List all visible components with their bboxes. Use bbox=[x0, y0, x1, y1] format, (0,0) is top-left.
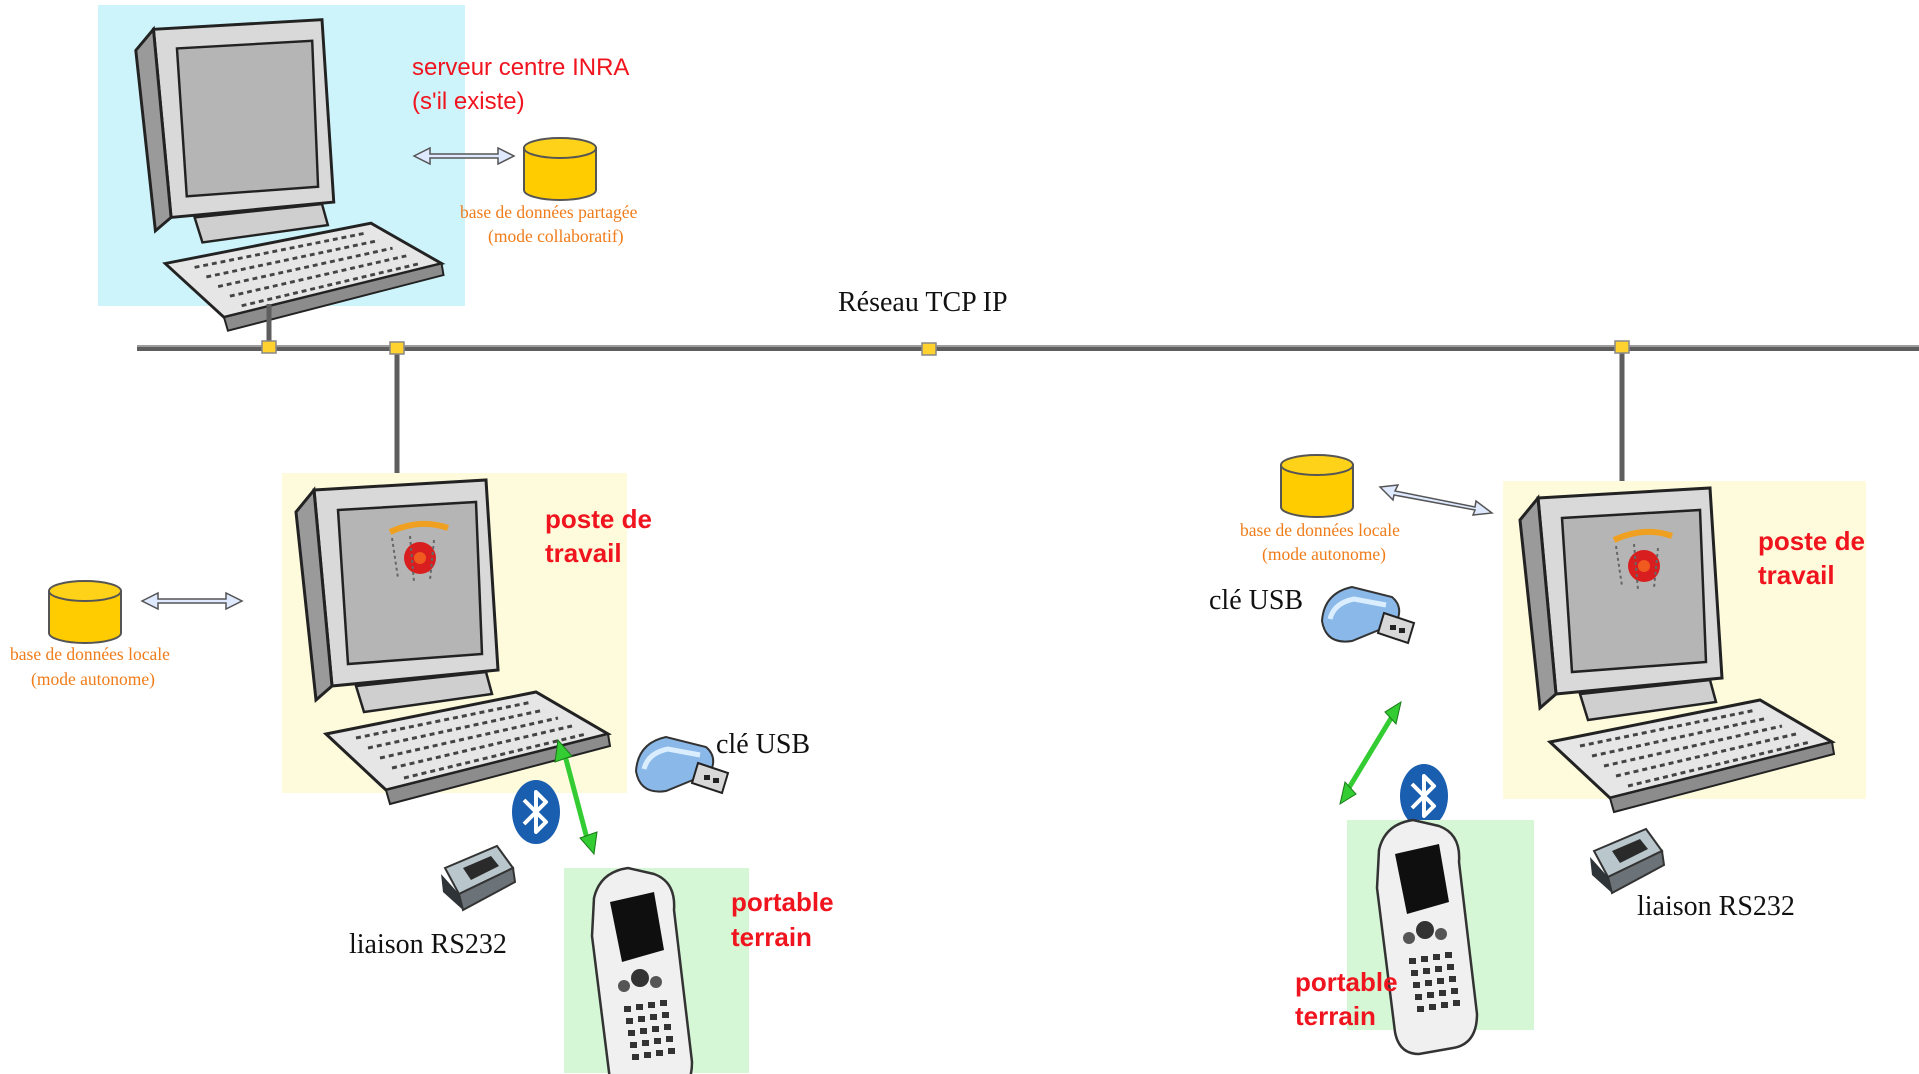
usb-key-icon bbox=[636, 737, 728, 793]
right-handheld-label-line1: portable bbox=[1295, 967, 1398, 997]
left-handheld-label-line2: terrain bbox=[731, 922, 812, 952]
network-connector bbox=[1614, 340, 1630, 354]
workstation-right-title-line1: poste de bbox=[1758, 526, 1865, 556]
right-usb-label: clé USB bbox=[1209, 585, 1304, 616]
network-connector bbox=[389, 341, 405, 355]
sync-arrow bbox=[1339, 700, 1402, 806]
network-label: Réseau TCP IP bbox=[838, 287, 1008, 318]
server-name-line1: serveur centre INRA bbox=[412, 54, 630, 81]
workstation-right-title-line2: travail bbox=[1758, 560, 1835, 590]
local-db-arrow bbox=[1378, 484, 1494, 516]
bluetooth-icon bbox=[510, 778, 562, 846]
left-db-label-line2: (mode autonome) bbox=[31, 669, 155, 689]
database-icon bbox=[523, 137, 597, 201]
bluetooth-icon bbox=[1398, 762, 1450, 830]
left-usb-label: clé USB bbox=[716, 729, 811, 760]
database-icon bbox=[48, 580, 122, 644]
sync-arrow bbox=[554, 738, 598, 856]
local-db-arrow bbox=[140, 591, 244, 611]
left-handheld-label-line1: portable bbox=[731, 887, 834, 917]
left-rs232-label: liaison RS232 bbox=[349, 929, 507, 960]
server-name-line2: (s'il existe) bbox=[412, 88, 525, 115]
right-handheld-label-line2: terrain bbox=[1295, 1001, 1376, 1031]
shared-db-label-line1: base de données partagée bbox=[460, 202, 638, 222]
network-connector bbox=[921, 342, 937, 356]
right-rs232-label: liaison RS232 bbox=[1637, 891, 1795, 922]
network-connector bbox=[261, 340, 277, 354]
rs232-connector-icon bbox=[1589, 828, 1665, 894]
right-db-label-line1: base de données locale bbox=[1240, 520, 1400, 540]
server-db-arrow bbox=[412, 146, 516, 166]
shared-db-label-line2: (mode collaboratif) bbox=[488, 226, 624, 246]
workstation-left-title-line2: travail bbox=[545, 538, 622, 568]
database-icon bbox=[1280, 454, 1354, 518]
workstation-left-title-line1: poste de bbox=[545, 504, 652, 534]
usb-key-icon bbox=[1322, 587, 1414, 643]
rs232-connector-icon bbox=[440, 845, 516, 911]
right-db-label-line2: (mode autonome) bbox=[1262, 544, 1386, 564]
left-db-label-line1: base de données locale bbox=[10, 644, 170, 664]
